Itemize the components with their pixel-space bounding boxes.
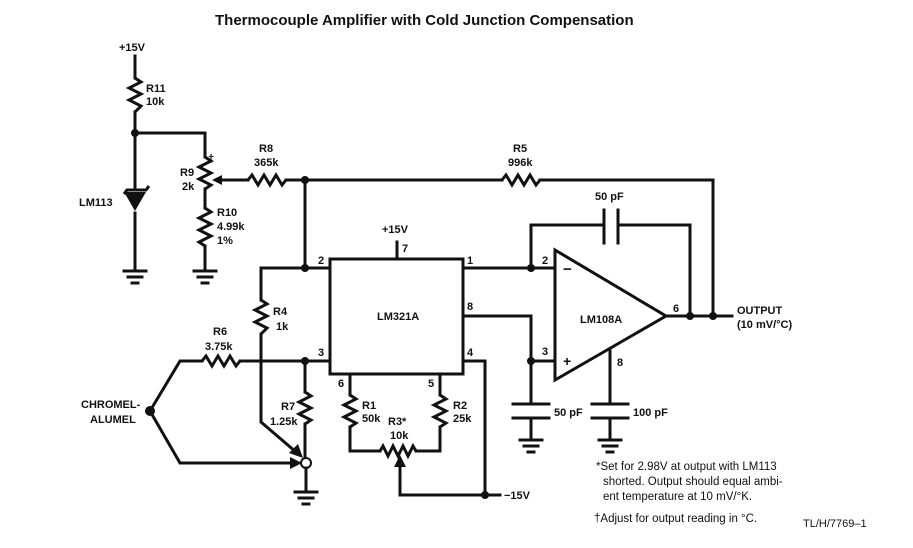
r3-name: R3* [388, 416, 407, 428]
ground-symbol [192, 269, 218, 285]
thermocouple-label-1: CHROMEL- [81, 399, 141, 411]
arrow-head [289, 444, 303, 458]
supply-label-neg15v: −15V [504, 490, 531, 502]
figure-id: TL/H/7769–1 [803, 518, 867, 530]
thermocouple-wires [148, 359, 294, 465]
note-dagger: †Adjust for output reading in °C. [594, 513, 757, 525]
wire [398, 465, 487, 497]
r6-name: R6 [213, 326, 227, 338]
resistor-r8 [246, 172, 288, 188]
capacitor-compensation [590, 402, 630, 420]
resistor-r4 [251, 298, 271, 336]
wire [348, 425, 382, 453]
r7-value: 1.25k [270, 416, 298, 428]
r11-value: 10k [146, 96, 165, 108]
r6-value: 3.75k [205, 341, 233, 353]
resistor-r2 [430, 393, 450, 429]
note-star-line2: shorted. Output should equal ambi- [603, 476, 783, 488]
wire [414, 425, 442, 453]
r1-name: R1 [362, 400, 376, 412]
pin-label: 3 [318, 347, 324, 359]
output-label: OUTPUT [737, 305, 783, 317]
capacitor-input [511, 402, 551, 420]
wire [461, 314, 557, 363]
r9-name: R9 [180, 167, 194, 179]
pin-label: 2 [318, 255, 324, 267]
junction-dot [301, 264, 309, 272]
r10-value: 4.99k [217, 221, 245, 233]
lm321a-label: LM321A [377, 311, 419, 323]
r4-value: 1k [276, 321, 289, 333]
resistor-r5 [500, 172, 542, 188]
noninverting-input-sign: + [563, 353, 571, 369]
thermocouple-label-2: ALUMEL [90, 414, 136, 426]
ground-symbol [122, 269, 148, 285]
r9-value: 2k [182, 181, 195, 193]
note-star-line3: ent temperature at 10 mV/°K. [603, 491, 752, 503]
r7-name: R7 [281, 401, 295, 413]
output-scale: (10 mV/°C) [737, 319, 792, 331]
r9-dagger: † [208, 153, 214, 165]
pin-label: 2 [542, 255, 548, 267]
resistor-r7 [295, 390, 315, 426]
ground-symbol [518, 438, 544, 454]
r2-value: 25k [453, 413, 472, 425]
r2-name: R2 [453, 400, 467, 412]
lm108a-label: LM108A [580, 314, 622, 326]
pin-label: 8 [617, 357, 623, 369]
junction-dot [131, 129, 139, 137]
cap-comp-value: 100 pF [633, 407, 668, 419]
resistor-r1 [340, 393, 360, 429]
inverting-input-sign: − [563, 261, 572, 278]
capacitor-feedback [602, 208, 620, 245]
r11-name: R11 [146, 83, 166, 95]
potentiometer-r9 [195, 155, 215, 191]
cap-input-value: 50 pF [554, 407, 583, 419]
wiper-arrow [394, 455, 406, 467]
wiper-arrow [212, 175, 222, 185]
r3-value: 10k [390, 430, 409, 442]
note-star-line1: *Set for 2.98V at output with LM113 [596, 461, 777, 473]
thermocouple-junction [145, 406, 155, 416]
r8-value: 365k [254, 157, 279, 169]
resistor-r10 [195, 206, 215, 248]
resistor-r6 [200, 353, 242, 369]
pin-label: 6 [338, 378, 344, 390]
wire [529, 223, 604, 270]
lm113-label: LM113 [79, 197, 113, 209]
wire [618, 223, 692, 318]
lm321a-supply-label: +15V [382, 224, 409, 236]
junction-dot [686, 312, 694, 320]
cap-feedback-value: 50 pF [595, 191, 624, 203]
r10-name: R10 [217, 207, 237, 219]
wire-ref [133, 54, 207, 272]
pin-label: 4 [467, 347, 474, 359]
diagram-title: Thermocouple Amplifier with Cold Junctio… [215, 12, 634, 29]
pin-label: 3 [542, 346, 548, 358]
r10-tolerance: 1% [217, 235, 233, 247]
ground-symbol [293, 490, 319, 506]
junction-dot [709, 312, 717, 320]
resistor-r11 [125, 76, 145, 114]
potentiometer-r3 [378, 442, 418, 460]
wire [461, 359, 502, 497]
r5-name: R5 [513, 143, 527, 155]
pin-label: 5 [428, 378, 434, 390]
pin-label: 1 [467, 255, 473, 267]
ground-symbol [597, 438, 623, 454]
pin-label: 6 [673, 303, 679, 315]
pin-label: 7 [402, 243, 408, 255]
r8-name: R8 [259, 143, 273, 155]
junction-dot [481, 491, 489, 499]
pin-label: 8 [467, 301, 473, 313]
r5-value: 996k [508, 157, 533, 169]
arrow-head [290, 457, 302, 469]
wire [259, 332, 299, 455]
r4-name: R4 [273, 306, 288, 318]
r1-value: 50k [362, 413, 381, 425]
supply-label-pos15v: +15V [119, 42, 146, 54]
zener-diode-lm113 [122, 185, 151, 211]
